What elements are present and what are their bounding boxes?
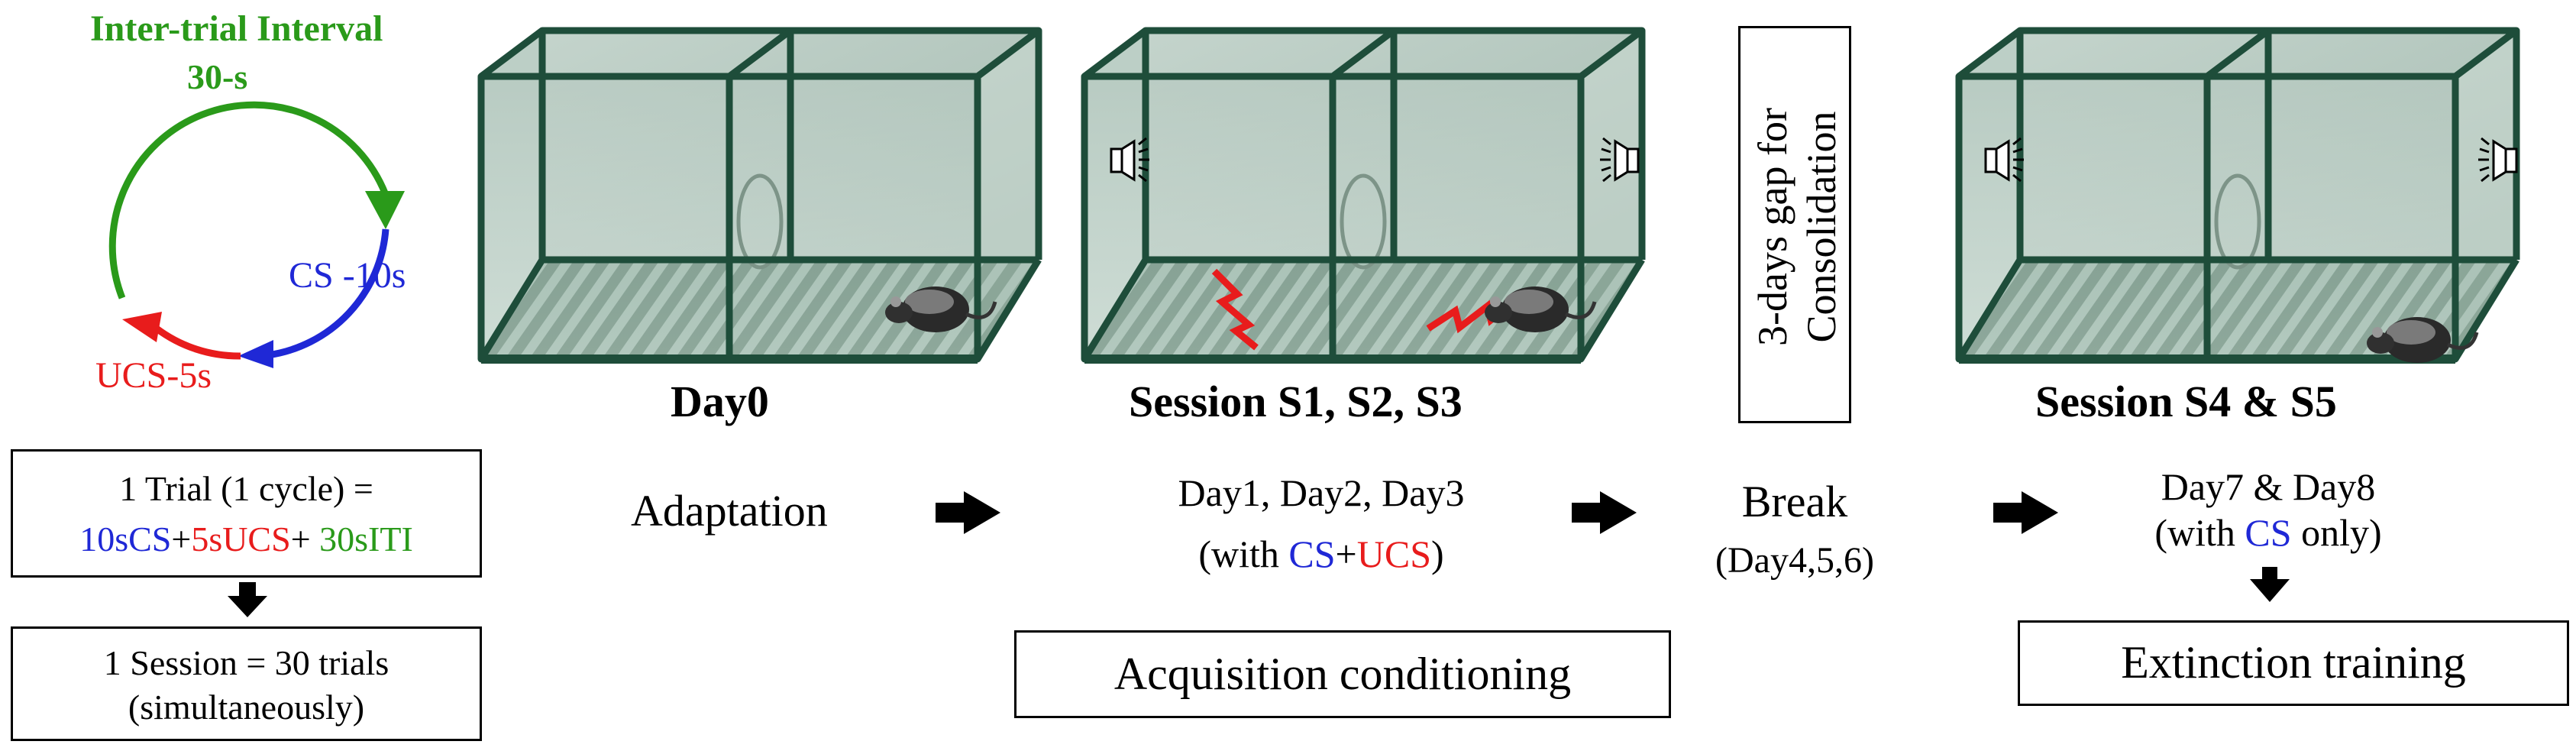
cs-arrowhead — [238, 340, 273, 368]
stage-break-phase: Break — [1741, 477, 1848, 526]
iti-arrowhead — [365, 191, 405, 229]
cs-text: CS — [2245, 511, 2292, 554]
extinction-label: Extinction training — [2121, 637, 2466, 688]
iti-duration: 30-s — [187, 57, 248, 96]
trial-line2: 10sCS+5sUCS+ 30sITI — [13, 522, 480, 557]
session-line2: (simultaneously) — [128, 688, 365, 727]
ucs-arrowhead — [122, 312, 162, 342]
stage-extinction-days: Day7 & Day8 — [2161, 465, 2376, 508]
session-line1: 1 Session = 30 trials — [103, 643, 389, 682]
gap-line1: 3-days gap for — [1750, 108, 1795, 346]
session-definition-box: 1 Session = 30 trials (simultaneously) — [11, 626, 482, 741]
stage-extinction-with: (with CS only) — [2077, 513, 2459, 552]
cs-arc — [267, 228, 389, 359]
stage-acquisition-days: Day1, Day2, Day3 — [1178, 471, 1465, 514]
trial-definition-box: 1 Trial (1 cycle) = 10sCS+5sUCS+ 30sITI — [11, 449, 482, 578]
with-open: (with — [2154, 511, 2245, 554]
consolidation-gap-box: 3-days gap for Consolidation — [1738, 26, 1851, 423]
trial-cycle-diagram — [108, 101, 405, 617]
arrow-down-icon — [2250, 567, 2290, 602]
trial-ucs-part: 5sUCS — [191, 520, 291, 558]
cs-duration-label: CS -10s — [289, 255, 406, 296]
chamber-acquisition — [1084, 31, 1642, 359]
arrow-right-icon — [936, 491, 1000, 534]
trial-plus2: + — [290, 520, 320, 558]
with-close: ) — [1431, 532, 1444, 575]
chamber-extinction — [1959, 31, 2516, 363]
trial-iti-part: 30sITI — [319, 520, 413, 558]
trial-cs-part: 10sCS — [79, 520, 172, 558]
stage-extinction-title: Session S4 & S5 — [2035, 377, 2337, 426]
arrow-down-icon — [228, 582, 267, 617]
with-close: only) — [2291, 511, 2382, 554]
trial-plus1: + — [171, 520, 192, 558]
ucs-duration-label: UCS-5s — [95, 355, 212, 396]
stage-day0-title: Day0 — [671, 377, 769, 426]
acquisition-label-box: Acquisition conditioning — [1014, 630, 1671, 718]
iti-title: Inter-trial Interval — [90, 8, 383, 49]
acquisition-label: Acquisition conditioning — [1113, 649, 1572, 699]
plus-text: + — [1335, 532, 1357, 575]
stage-break-days: (Day4,5,6) — [1715, 540, 1874, 581]
stage-day0-phase: Adaptation — [631, 486, 828, 536]
arrow-right-icon — [1993, 491, 2058, 534]
ucs-text: UCS — [1356, 532, 1432, 575]
stage-acquisition-title: Session S1, S2, S3 — [1129, 377, 1463, 426]
consolidation-gap-text: 3-days gap for Consolidation — [1748, 108, 1846, 346]
stage-acquisition-with: (with CS+UCS) — [1123, 535, 1520, 573]
gap-line2: Consolidation — [1799, 111, 1844, 343]
iti-arc — [108, 101, 389, 299]
with-open: (with — [1198, 532, 1289, 575]
trial-line1: 1 Trial (1 cycle) = — [119, 469, 373, 508]
chamber-day0 — [481, 31, 1039, 359]
arrow-right-icon — [1572, 491, 1637, 534]
ucs-arc — [154, 325, 241, 360]
cs-text: CS — [1288, 532, 1336, 575]
extinction-label-box: Extinction training — [2018, 620, 2569, 706]
